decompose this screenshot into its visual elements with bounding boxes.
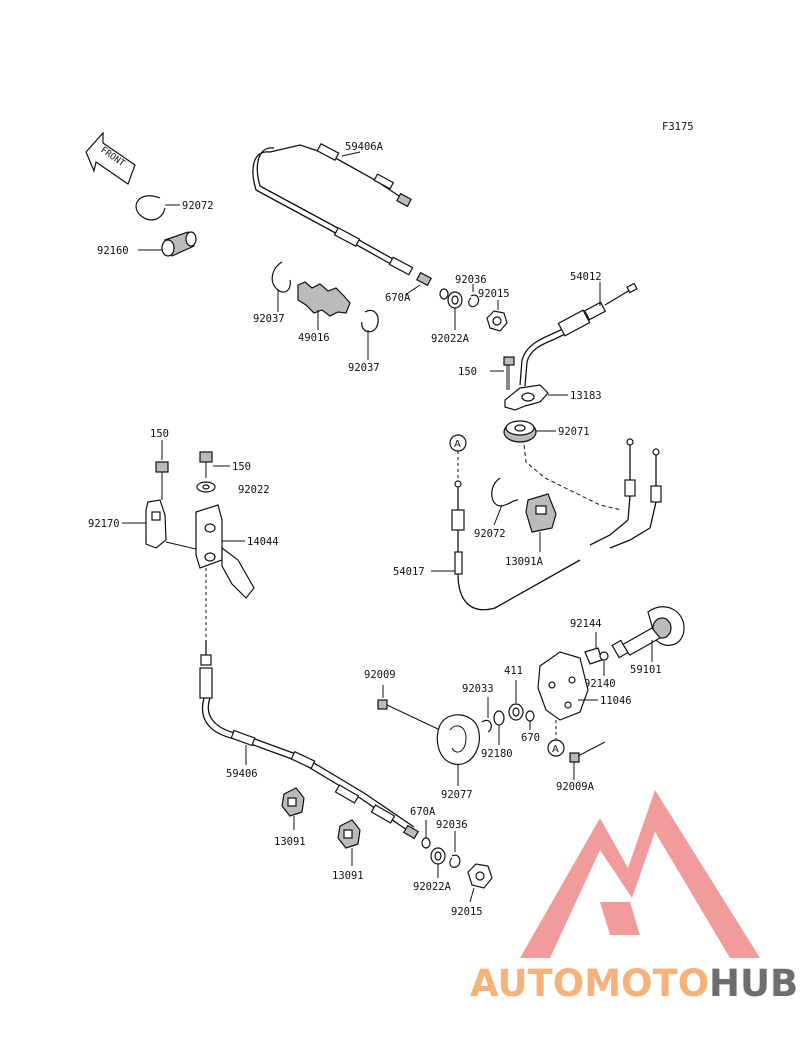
screw-92009 [377, 685, 441, 731]
cable-59406A [252, 142, 432, 287]
clamp-92072-top [135, 195, 180, 221]
ball-92140 [599, 651, 609, 676]
boot-49016 [297, 281, 351, 330]
washer-92180 [493, 710, 505, 745]
shaft-59101 [611, 606, 685, 662]
label-150-right: 150 [458, 366, 477, 378]
nut-92015-bot [467, 863, 493, 903]
label-92180: 92180 [481, 748, 513, 760]
label-92144: 92144 [570, 618, 602, 630]
clip-92036-bot [449, 831, 461, 868]
bolt-150-mid [199, 451, 230, 478]
label-92072-top: 92072 [182, 200, 214, 212]
bolt-150-left [155, 440, 169, 500]
clip-92036-top [468, 284, 480, 308]
label-670: 670 [521, 732, 540, 744]
cable-54017 [431, 480, 581, 611]
label-92022A-bot: 92022A [413, 881, 452, 893]
damper-13091-b [337, 819, 361, 866]
label-13091-b: 13091 [332, 870, 364, 882]
screw-92009A [569, 741, 606, 780]
label-92077: 92077 [441, 789, 473, 801]
label-92037-a: 92037 [253, 313, 285, 325]
label-92009A: 92009A [556, 781, 595, 793]
label-59406: 59406 [226, 768, 258, 780]
label-14044: 14044 [247, 536, 279, 548]
callout-A-lower-text: A [552, 744, 559, 755]
label-92015-bot: 92015 [451, 906, 483, 918]
cable-59406 [199, 640, 420, 840]
cable-54012 [519, 282, 638, 387]
damper-13091-a [281, 787, 305, 830]
label-13091-a: 13091 [274, 836, 306, 848]
bracket-14044 [195, 504, 255, 599]
housing-11046 [537, 651, 598, 721]
ring-670 [525, 710, 535, 730]
label-13183: 13183 [570, 390, 602, 402]
nut-92015-top [486, 300, 508, 332]
cable-end-pair [589, 438, 662, 549]
label-92037-b: 92037 [348, 362, 380, 374]
washer-92022A-top [439, 288, 463, 330]
label-11046: 11046 [600, 695, 632, 707]
label-670A-top: 670A [385, 292, 411, 304]
label-92009: 92009 [364, 669, 396, 681]
label-92022: 92022 [238, 484, 270, 496]
label-92072-mid: 92072 [474, 528, 506, 540]
watermark-text-b: HUB [709, 962, 798, 1005]
washer-92022A-bot [430, 847, 446, 878]
label-49016: 49016 [298, 332, 330, 344]
callout-A-text: A [454, 439, 461, 450]
callout-A-upper: A [449, 434, 467, 480]
label-92071: 92071 [558, 426, 590, 438]
grommet-92160 [138, 231, 197, 257]
label-92160: 92160 [97, 245, 129, 257]
damper-13091A [525, 493, 557, 552]
label-92033: 92033 [462, 683, 494, 695]
label-59406A: 59406A [345, 141, 384, 153]
label-411: 411 [504, 665, 523, 677]
clip-92033 [481, 697, 492, 733]
label-150-mid: 150 [232, 461, 251, 473]
label-92022A-top: 92022A [431, 333, 470, 345]
washer-92022 [196, 481, 216, 493]
front-arrow-icon: FRONT [85, 131, 136, 185]
label-92036-top: 92036 [455, 274, 487, 286]
washer-411 [508, 680, 524, 721]
ring-670A-bot [421, 820, 431, 849]
label-54012: 54012 [570, 271, 602, 283]
watermark-logo-icon [520, 790, 760, 958]
label-13091A: 13091A [505, 556, 544, 568]
label-92140: 92140 [584, 678, 616, 690]
clamp-92037-b [361, 309, 379, 360]
watermark-text-a: AUTOMOTO [470, 962, 709, 1005]
figure-code: F3175 [662, 121, 694, 133]
label-670A-bot: 670A [410, 806, 436, 818]
callout-A-lower: A [547, 720, 565, 757]
label-150-left: 150 [150, 428, 169, 440]
label-54017: 54017 [393, 566, 425, 578]
clamp-92037-a [271, 261, 291, 312]
label-59101: 59101 [630, 664, 662, 676]
knob-92077 [436, 714, 480, 786]
clamp-92072-mid [491, 477, 519, 526]
bolt-150-right [490, 356, 515, 390]
bracket-13183 [504, 384, 568, 411]
label-92036-bot: 92036 [436, 819, 468, 831]
bracket-92170 [122, 499, 201, 551]
spring-92144 [584, 632, 603, 665]
label-92015-top: 92015 [478, 288, 510, 300]
label-92170: 92170 [88, 518, 120, 530]
grommet-92071 [503, 420, 556, 443]
